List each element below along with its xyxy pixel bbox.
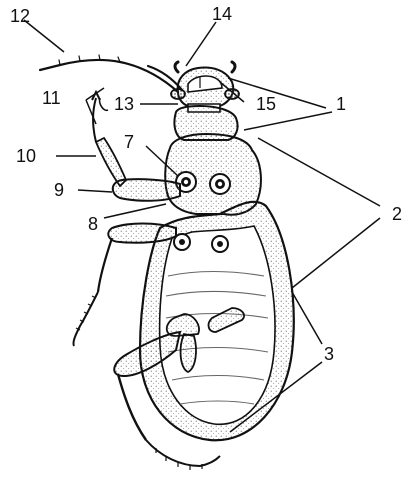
label-9: 9 — [54, 180, 64, 200]
label-13: 13 — [114, 94, 134, 114]
label-12: 12 — [10, 6, 30, 26]
label-2: 2 — [392, 204, 402, 224]
label-14: 14 — [212, 4, 232, 24]
antenna-left — [40, 55, 178, 92]
label-8: 8 — [88, 214, 98, 234]
label-7: 7 — [124, 132, 134, 152]
label-11: 11 — [42, 88, 61, 108]
label-15: 15 — [256, 94, 276, 114]
front-leg — [92, 92, 180, 201]
label-10: 10 — [16, 146, 36, 166]
label-3: 3 — [324, 344, 334, 364]
label-1: 1 — [336, 94, 346, 114]
